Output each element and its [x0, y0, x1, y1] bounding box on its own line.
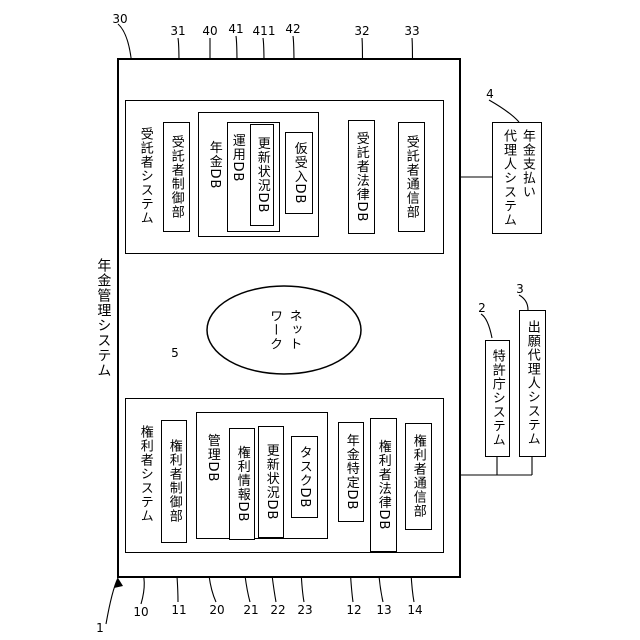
- koshin-jokyo-db-1-label: 更新状況DB: [263, 444, 279, 521]
- kenrisha-horitsu-db-label: 権利者法律DB: [375, 440, 391, 531]
- kenri-joho-db-label: 権利情報DB: [234, 446, 250, 523]
- ref-21: 21: [243, 604, 258, 616]
- koshin-jokyo-db-2-label: 更新状況DB: [254, 137, 270, 214]
- network-label: ネットワーク: [265, 309, 304, 351]
- kanri-db-label: 管理DB: [204, 434, 220, 483]
- ref-31: 31: [170, 25, 185, 37]
- tokkyocho-system-label: 特許庁システム: [489, 349, 505, 447]
- unyo-db-label: 運用DB: [229, 134, 245, 183]
- nenkin-kanri-system-label: 年金管理システム: [95, 258, 112, 378]
- leader-4: [489, 100, 519, 122]
- ref-14: 14: [407, 604, 422, 616]
- ref-42: 42: [285, 23, 300, 35]
- jutakusha-seigyo-label: 受託者制御部: [168, 135, 184, 219]
- ref-23: 23: [297, 604, 312, 616]
- ref-1: 1: [96, 622, 104, 634]
- ref-22: 22: [270, 604, 285, 616]
- ref-10: 10: [133, 606, 148, 618]
- ref-11: 11: [171, 604, 186, 616]
- ref-5: 5: [171, 347, 179, 359]
- ref-32: 32: [354, 25, 369, 37]
- ref-4: 4: [486, 88, 494, 100]
- ref-30: 30: [112, 13, 127, 25]
- jutakusha-system-label: 受託者システム: [137, 127, 153, 225]
- shutsugan-dairinin-label: 出願代理人システム: [524, 320, 540, 446]
- jutakusha-horitsu-db-label: 受託者法律DB: [353, 132, 369, 223]
- kari-ukeire-db-label: 仮受入DB: [291, 142, 307, 205]
- leader-2: [481, 314, 492, 338]
- ref-33: 33: [404, 25, 419, 37]
- nenkin-shiharai-label: 年金支払い代理人システム: [498, 129, 536, 227]
- ref-3: 3: [516, 283, 524, 295]
- ref-2: 2: [478, 302, 486, 314]
- ref-40: 40: [202, 25, 217, 37]
- kenrisha-system-label: 権利者システム: [137, 425, 153, 523]
- kenrisha-seigyo-label: 権利者制御部: [166, 439, 182, 523]
- ref-41: 41: [228, 23, 243, 35]
- task-db-label: タスクDB: [296, 446, 312, 509]
- ref-411: 411: [253, 25, 276, 37]
- nenkin-tokutei-db-label: 年金特定DB: [343, 434, 359, 511]
- ref-12: 12: [346, 604, 361, 616]
- kenrisha-tsushin-label: 権利者通信部: [410, 434, 426, 518]
- jutakusha-tsushin-label: 受託者通信部: [403, 135, 419, 219]
- nenkin-db-label: 年金DB: [206, 141, 222, 190]
- ref-20: 20: [209, 604, 224, 616]
- leader-3: [519, 295, 528, 310]
- ref-13: 13: [376, 604, 391, 616]
